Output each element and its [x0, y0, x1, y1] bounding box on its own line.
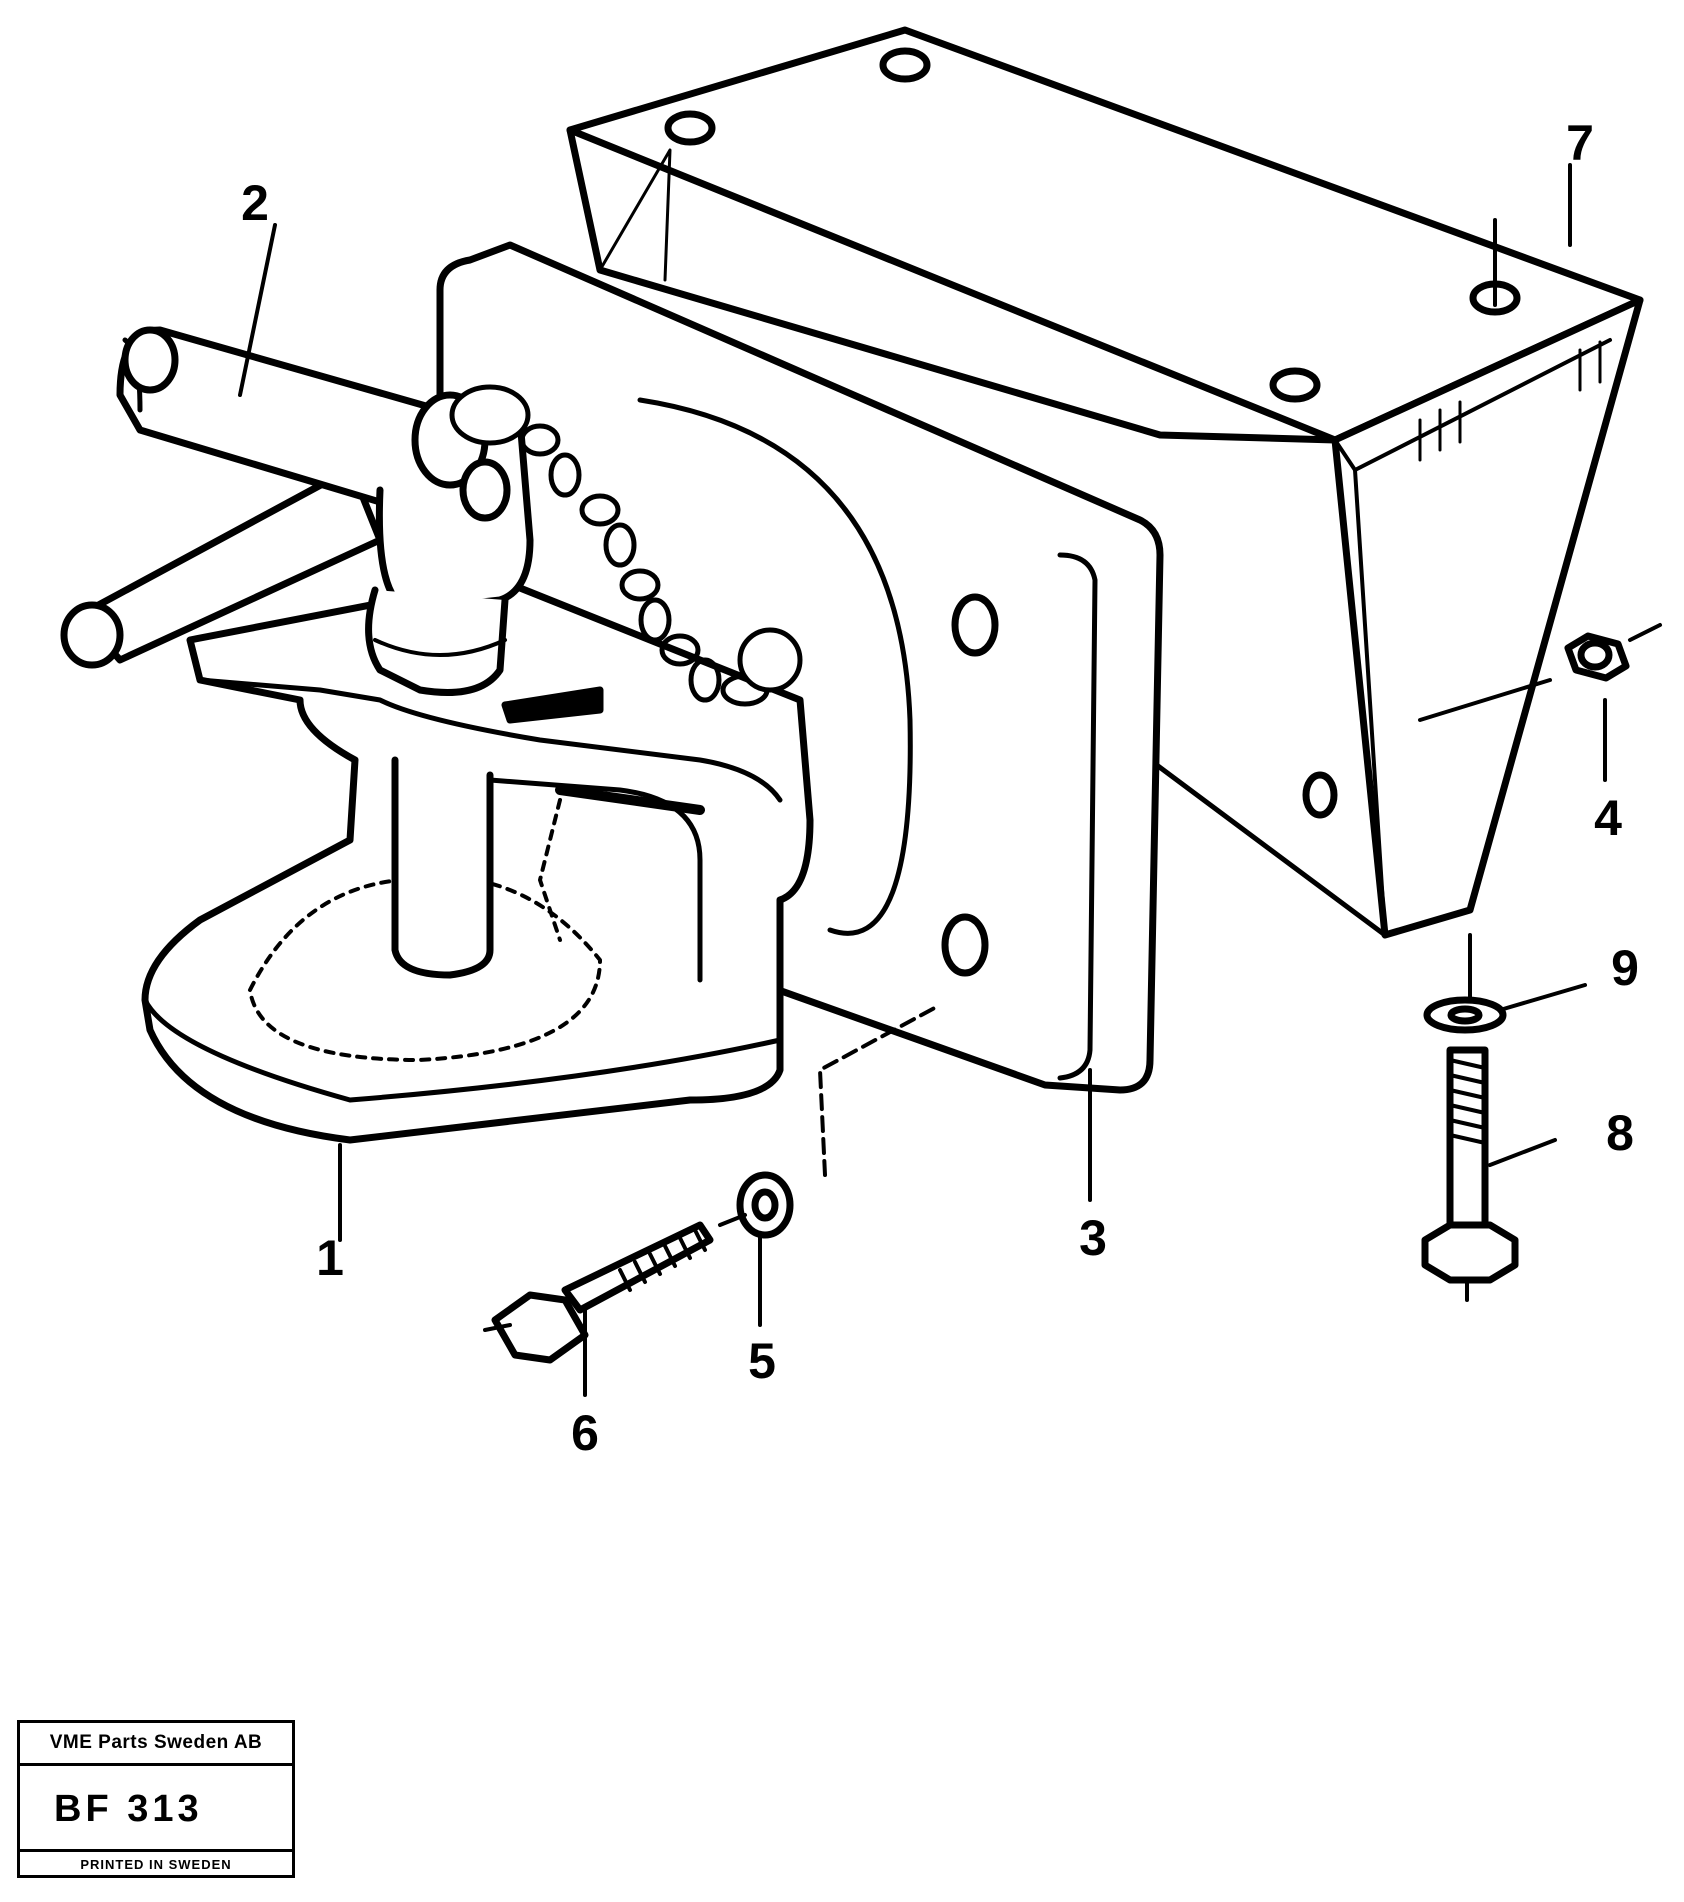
locking-lever [60, 326, 534, 696]
callout-5: 5 [748, 1333, 776, 1389]
bolt-icon [483, 1213, 747, 1364]
callout-4: 4 [1594, 790, 1622, 846]
hole-icon [664, 110, 716, 146]
callout-8: 8 [1606, 1105, 1634, 1161]
bolt-icon [1421, 933, 1519, 1302]
nut-icon [1418, 623, 1662, 722]
printed-note: PRINTED IN SWEDEN [80, 1857, 232, 1872]
washer-icon [1423, 996, 1507, 1034]
hole-icon [951, 593, 999, 657]
company-name: VME Parts Sweden AB [20, 1723, 292, 1766]
hole-icon [941, 913, 989, 977]
leader-lines [238, 163, 1607, 1397]
callout-7: 7 [1566, 115, 1594, 171]
callout-9: 9 [1611, 940, 1639, 996]
callout-6: 6 [571, 1405, 599, 1461]
safety-chain [449, 384, 803, 707]
callout-2: 2 [241, 175, 269, 231]
washer-icon [736, 1003, 942, 1239]
hole-icon [1302, 771, 1338, 819]
parts-stamp: VME Parts Sweden AB BF 313 PRINTED IN SW… [17, 1720, 295, 1878]
hole-icon [879, 47, 931, 83]
callout-3: 3 [1079, 1210, 1107, 1266]
hole-icon [1269, 367, 1321, 403]
pin-icon [459, 458, 511, 522]
mounting-bracket [566, 26, 1644, 939]
callout-1: 1 [316, 1230, 344, 1286]
towing-coupling [141, 576, 814, 1144]
page-code: BF 313 [20, 1766, 292, 1852]
